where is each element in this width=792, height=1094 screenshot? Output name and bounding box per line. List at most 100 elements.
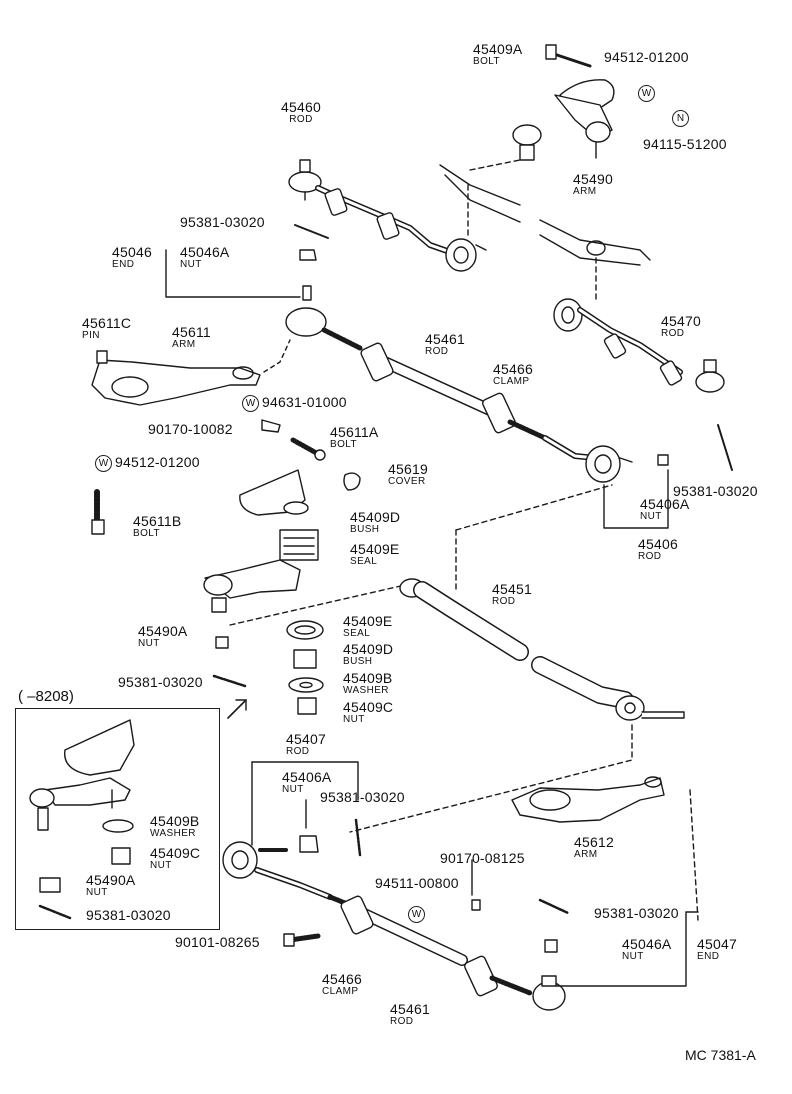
part-label-45409c: 45409C NUT bbox=[343, 700, 393, 725]
part-label-95381-a: 95381-03020 bbox=[180, 215, 265, 229]
part-label-45460: 45460 ROD bbox=[276, 100, 326, 125]
part-number: 45409C bbox=[343, 699, 394, 715]
part-name: BOLT bbox=[330, 439, 357, 450]
part-label-95381-e: 95381-03020 bbox=[594, 906, 679, 920]
part-number: 95381-03020 bbox=[118, 674, 203, 690]
part-number: 45046 bbox=[112, 244, 152, 260]
part-label-45490a: 45490A NUT bbox=[138, 624, 187, 649]
part-label-94512-b: 94512-01200 bbox=[115, 455, 200, 469]
part-label-95381-d: 95381-03020 bbox=[320, 790, 405, 804]
part-number: 45409A bbox=[473, 41, 523, 57]
part-name: ROD bbox=[425, 346, 449, 357]
part-label-45490: 45490 ARM bbox=[573, 172, 613, 197]
part-name: WASHER bbox=[150, 828, 196, 839]
tie-rod-45407 bbox=[222, 761, 362, 908]
washer-marker-icon: W bbox=[242, 395, 259, 412]
part-number: 45409C bbox=[150, 845, 201, 861]
part-name: BUSH bbox=[343, 656, 373, 667]
part-number: 45611 bbox=[172, 324, 211, 340]
inset-idler-arm bbox=[29, 719, 135, 920]
part-label-inset-45409b: 45409B WASHER bbox=[150, 814, 199, 839]
part-label-45409d-upper: 45409D BUSH bbox=[350, 510, 400, 535]
part-label-90101: 90101-08265 bbox=[175, 935, 260, 949]
part-label-45461-upper: 45461 ROD bbox=[425, 332, 465, 357]
part-label-45470: 45470 ROD bbox=[661, 314, 701, 339]
tie-rod-45460 bbox=[288, 159, 487, 272]
part-label-45047: 45047 END bbox=[697, 937, 737, 962]
part-number: 90101-08265 bbox=[175, 934, 260, 950]
part-label-45406a-upper: 45406A NUT bbox=[640, 497, 689, 522]
part-label-90170-08125: 90170-08125 bbox=[440, 851, 525, 865]
part-label-95381-b: 95381-03020 bbox=[673, 484, 758, 498]
part-name: END bbox=[112, 259, 135, 270]
idler-bushings bbox=[227, 620, 324, 719]
part-number: 45461 bbox=[425, 331, 465, 347]
part-label-45407: 45407 ROD bbox=[286, 732, 326, 757]
relay-rod-upper bbox=[439, 159, 651, 301]
part-number: 45409D bbox=[350, 509, 401, 525]
part-number: 45409B bbox=[343, 670, 393, 686]
part-label-94631: 94631-01000 bbox=[262, 395, 347, 409]
part-number: 45490A bbox=[86, 872, 136, 888]
part-number: 94631-01000 bbox=[262, 394, 347, 410]
washer-marker-icon: W bbox=[95, 455, 112, 472]
part-label-inset-45409c: 45409C NUT bbox=[150, 846, 200, 871]
part-number: 45409D bbox=[343, 641, 394, 657]
part-name: NUT bbox=[622, 951, 644, 962]
part-label-45406: 45406 ROD bbox=[638, 537, 678, 562]
part-label-45451: 45451 ROD bbox=[492, 582, 532, 607]
part-number: 45619 bbox=[388, 461, 428, 477]
part-number: 45466 bbox=[493, 361, 533, 377]
part-name: ROD bbox=[390, 1016, 414, 1027]
part-label-45046: 45046 END bbox=[112, 245, 152, 270]
part-number: 45407 bbox=[286, 731, 326, 747]
part-label-45409d-lower: 45409D BUSH bbox=[343, 642, 393, 667]
part-number: 45611A bbox=[330, 424, 379, 440]
idler-arm-bracket bbox=[91, 419, 419, 688]
part-number: 90170-10082 bbox=[148, 421, 233, 437]
part-name: NUT bbox=[138, 638, 160, 649]
part-name: NUT bbox=[86, 887, 108, 898]
part-name: NUT bbox=[640, 511, 662, 522]
part-name: PIN bbox=[82, 330, 100, 341]
part-number: 45046A bbox=[180, 244, 230, 260]
part-label-95381-c: 95381-03020 bbox=[118, 675, 203, 689]
part-number: 45490 bbox=[573, 171, 613, 187]
part-label-45612: 45612 ARM bbox=[574, 835, 614, 860]
part-number: 45490A bbox=[138, 623, 188, 639]
part-name: ROD bbox=[286, 746, 310, 757]
part-number: 94115-51200 bbox=[643, 136, 727, 152]
tie-rod-45461-upper bbox=[360, 342, 733, 529]
part-number: 45046A bbox=[622, 936, 672, 952]
part-name: ARM bbox=[573, 186, 597, 197]
part-number: 45409B bbox=[150, 813, 200, 829]
part-label-45406a-lower: 45406A NUT bbox=[282, 770, 331, 795]
part-name: ROD bbox=[638, 551, 662, 562]
part-label-45461-lower: 45461 ROD bbox=[390, 1002, 430, 1027]
idler-arm-45612 bbox=[511, 776, 699, 921]
part-number: 94512-01200 bbox=[115, 454, 200, 470]
part-number: 95381-03020 bbox=[180, 214, 265, 230]
part-number: 45466 bbox=[322, 971, 362, 987]
washer-marker-icon: W bbox=[408, 906, 425, 923]
part-label-94512: 94512-01200 bbox=[604, 50, 689, 64]
part-number: 45461 bbox=[390, 1001, 430, 1017]
relay-rod-45451 bbox=[349, 484, 685, 833]
part-name: ROD bbox=[289, 114, 313, 125]
part-name: SEAL bbox=[343, 628, 371, 639]
part-name: WASHER bbox=[343, 685, 389, 696]
part-number: 45451 bbox=[492, 581, 532, 597]
part-name: NUT bbox=[150, 860, 172, 871]
part-number: 94511-00800 bbox=[375, 875, 459, 891]
inset-date-tag: ( –8208) bbox=[18, 688, 74, 705]
illustration-code: MC 7381-A bbox=[685, 1047, 756, 1063]
part-name: ROD bbox=[661, 328, 685, 339]
part-number: 45460 bbox=[281, 99, 321, 115]
part-name: ARM bbox=[172, 339, 196, 350]
part-label-94115: 94115-51200 bbox=[643, 137, 727, 151]
part-number: 95381-03020 bbox=[86, 907, 171, 923]
part-name: ROD bbox=[492, 596, 516, 607]
part-label-94511: 94511-00800 bbox=[375, 876, 459, 890]
part-number: 45612 bbox=[574, 834, 614, 850]
